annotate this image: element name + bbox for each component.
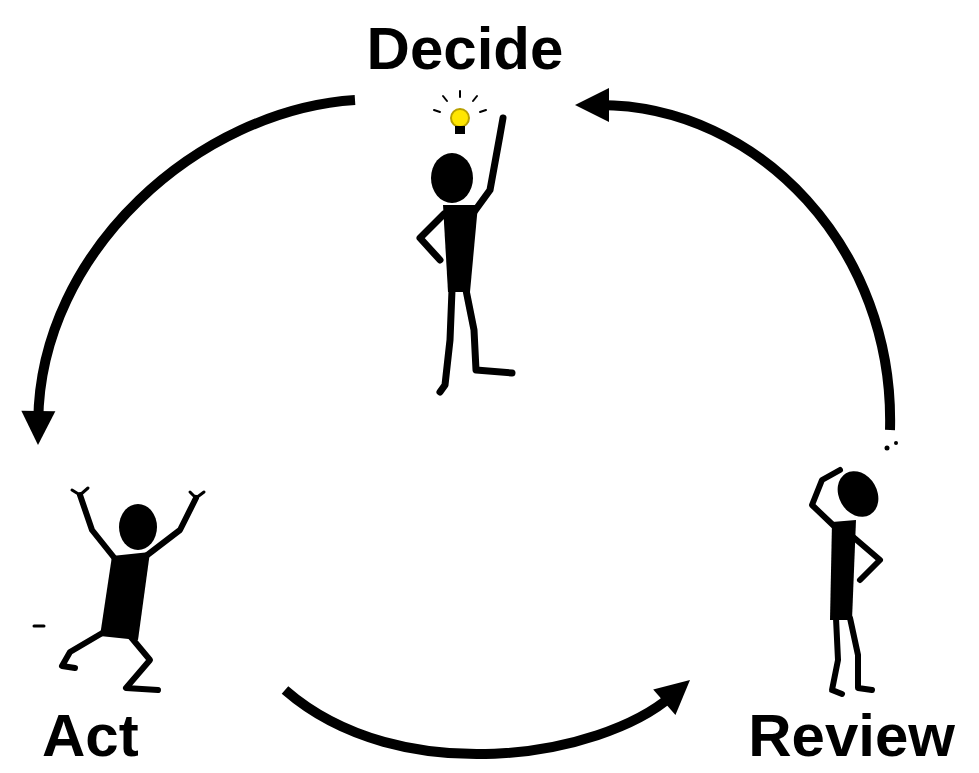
arrow-head: [575, 88, 609, 122]
arrow-head: [21, 411, 55, 445]
act-figure: [34, 488, 204, 690]
cycle-arrow: [285, 690, 672, 754]
decide-figure: [420, 91, 512, 392]
arrow-head: [653, 680, 690, 715]
cycle-arrow: [38, 100, 355, 421]
stage-node: Act: [20, 445, 285, 770]
stage-label: Act: [42, 701, 139, 770]
stage-label: Decide: [367, 14, 564, 83]
stage-node: Decide: [355, 10, 575, 400]
stage-label: Review: [748, 701, 955, 770]
cycle-arrow: [599, 105, 890, 430]
review-figure: [812, 441, 898, 694]
stage-node: Review: [690, 430, 975, 770]
